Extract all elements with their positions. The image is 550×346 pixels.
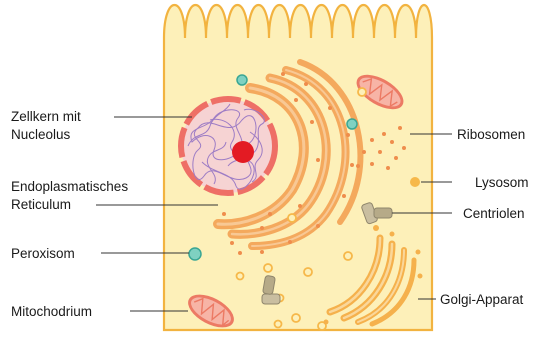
label-nucleus-line2: Nucleolus xyxy=(11,127,71,142)
label-er-line1: Endoplasmatisches xyxy=(11,179,128,194)
label-golgi: Golgi-Apparat xyxy=(440,292,524,307)
label-ribosomes: Ribosomen xyxy=(457,127,525,142)
lysosome xyxy=(410,177,420,187)
label-er-line2: Reticulum xyxy=(11,197,71,212)
label-mitochondrion: Mitochodrium xyxy=(11,304,92,319)
label-peroxisome: Peroxisom xyxy=(11,246,75,261)
nucleus xyxy=(181,99,275,193)
label-nucleus-line1: Zellkern mit xyxy=(11,109,81,124)
label-centrioles: Centriolen xyxy=(463,206,525,221)
label-lysosome: Lysosom xyxy=(475,175,529,190)
nucleolus xyxy=(232,141,254,163)
